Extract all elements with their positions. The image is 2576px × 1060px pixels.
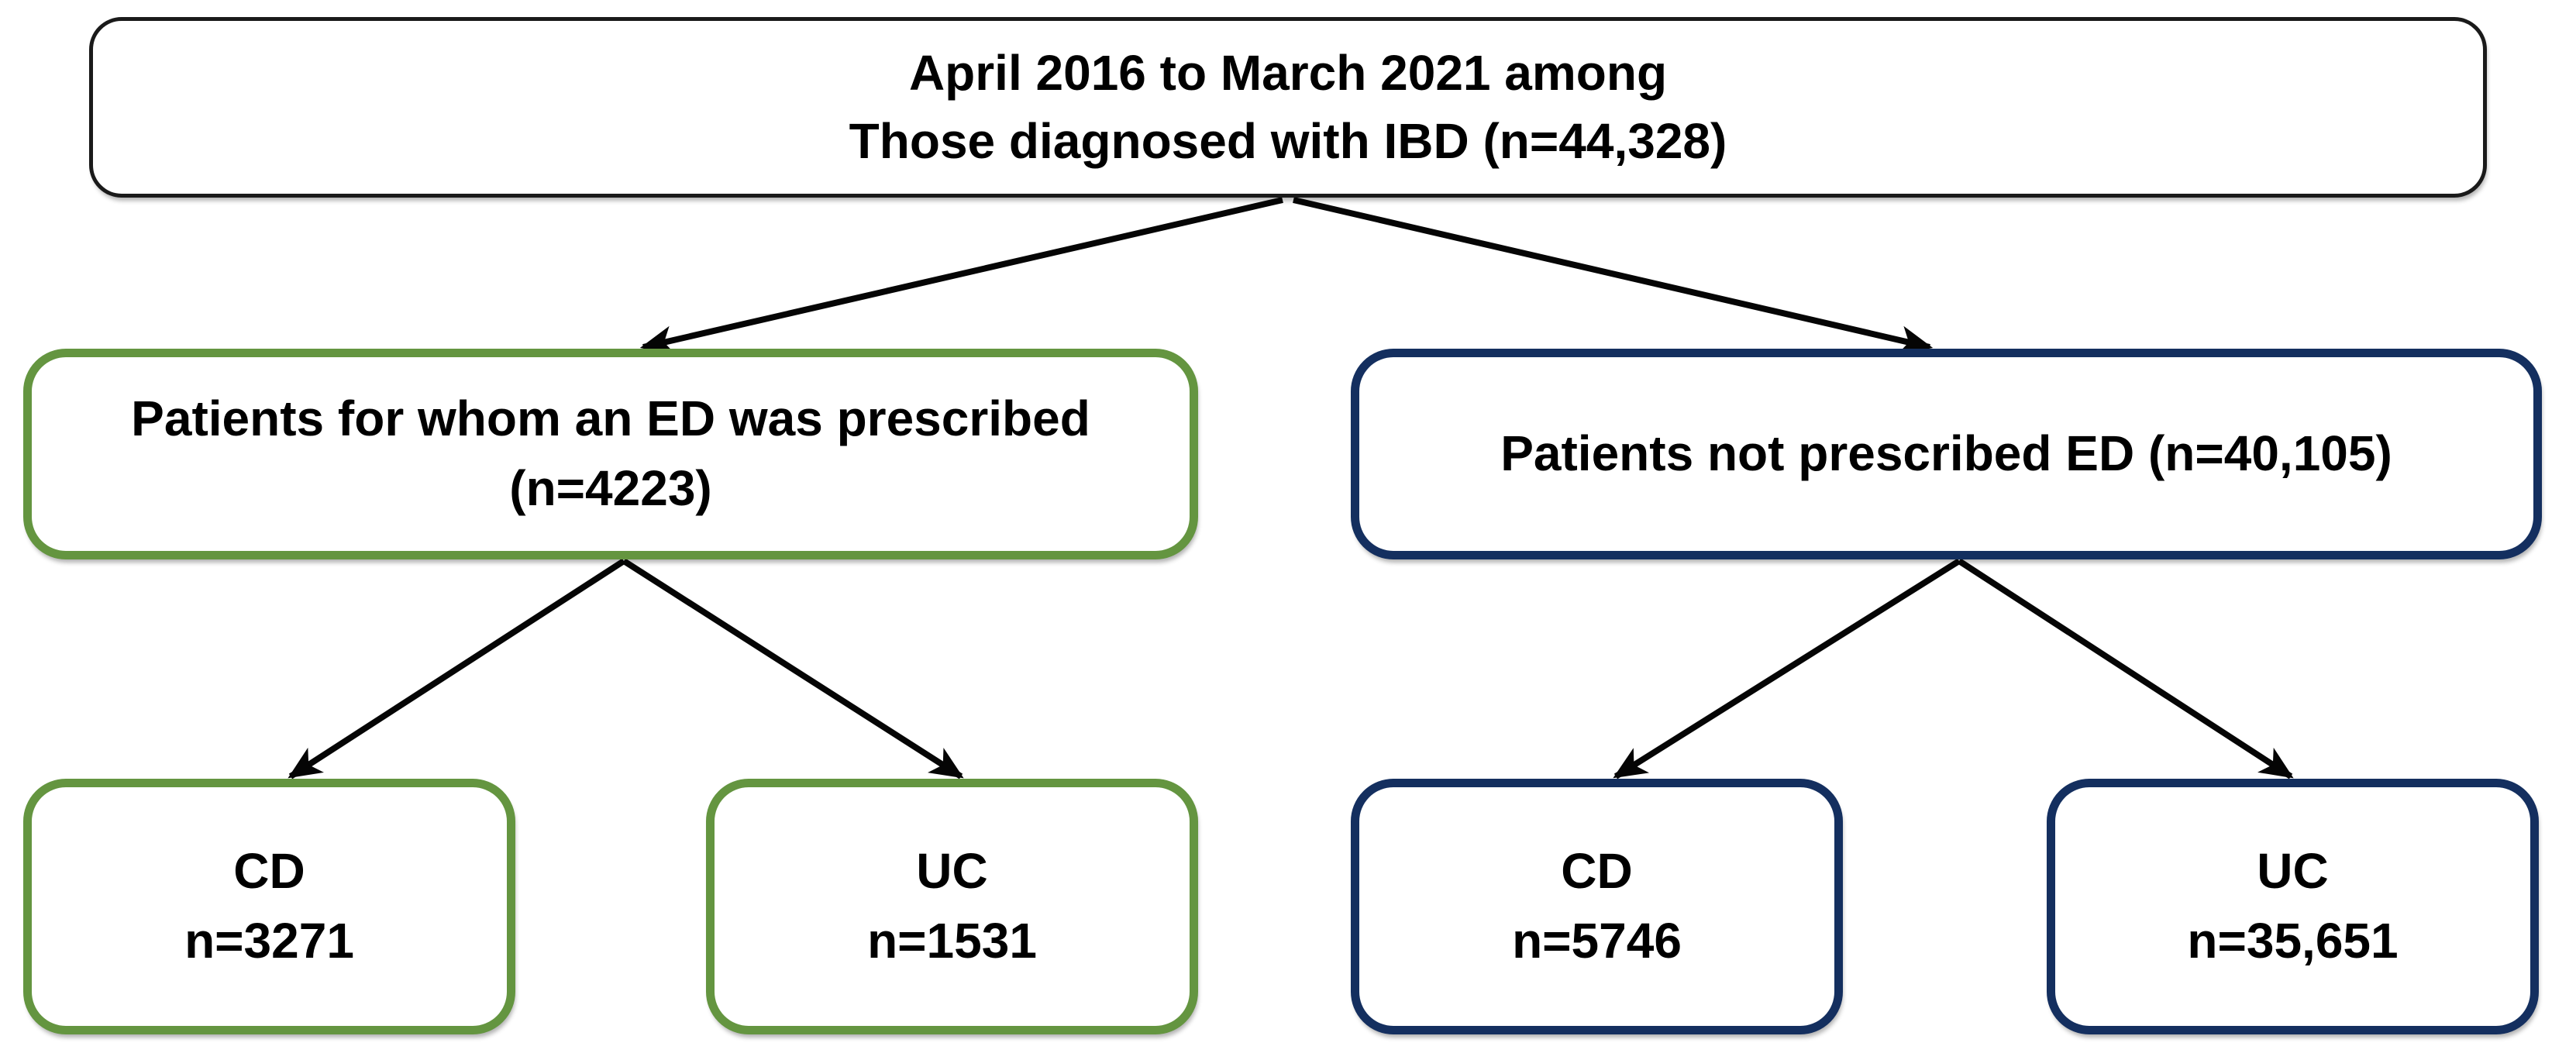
arrow-no-ed-to-uc bbox=[1957, 558, 2294, 780]
node-ed-uc: UC n=1531 bbox=[706, 779, 1198, 1034]
node-no-ed-uc: UC n=35,651 bbox=[2047, 779, 2539, 1034]
arrow-root-to-no-ed bbox=[1293, 197, 1934, 355]
node-no-ed-cd-count: n=5746 bbox=[1512, 913, 1682, 969]
node-ed-cd-label: CD bbox=[233, 843, 305, 900]
node-ed-not-prescribed-line1: Patients not prescribed ED (n=40,105) bbox=[1500, 425, 2392, 482]
node-ed-prescribed-count: (n=4223) bbox=[509, 460, 712, 516]
node-ed-prescribed-line1: Patients for whom an ED was prescribed bbox=[131, 391, 1090, 447]
node-ed-uc-count: n=1531 bbox=[867, 913, 1037, 969]
node-no-ed-uc-label: UC bbox=[2257, 843, 2329, 900]
arrow-no-ed-to-cd bbox=[1613, 558, 1961, 780]
arrow-ed-to-uc bbox=[622, 558, 964, 780]
node-ibd-cohort-line1: April 2016 to March 2021 among bbox=[908, 45, 1668, 102]
node-ibd-cohort-line2: Those diagnosed with IBD (n=44,328) bbox=[849, 112, 1727, 169]
node-ibd-cohort: April 2016 to March 2021 among Those dia… bbox=[89, 17, 2487, 198]
node-ed-cd-count: n=3271 bbox=[184, 913, 354, 969]
arrow-ed-to-cd bbox=[288, 558, 626, 780]
node-no-ed-cd: CD n=5746 bbox=[1351, 779, 1843, 1034]
node-ed-cd: CD n=3271 bbox=[23, 779, 515, 1034]
node-ed-not-prescribed: Patients not prescribed ED (n=40,105) bbox=[1351, 349, 2542, 559]
node-ed-prescribed: Patients for whom an ED was prescribed (… bbox=[23, 349, 1198, 559]
arrow-root-to-ed bbox=[639, 197, 1283, 355]
node-no-ed-uc-count: n=35,651 bbox=[2187, 913, 2399, 969]
node-ed-uc-label: UC bbox=[916, 843, 988, 900]
node-no-ed-cd-label: CD bbox=[1561, 843, 1633, 900]
